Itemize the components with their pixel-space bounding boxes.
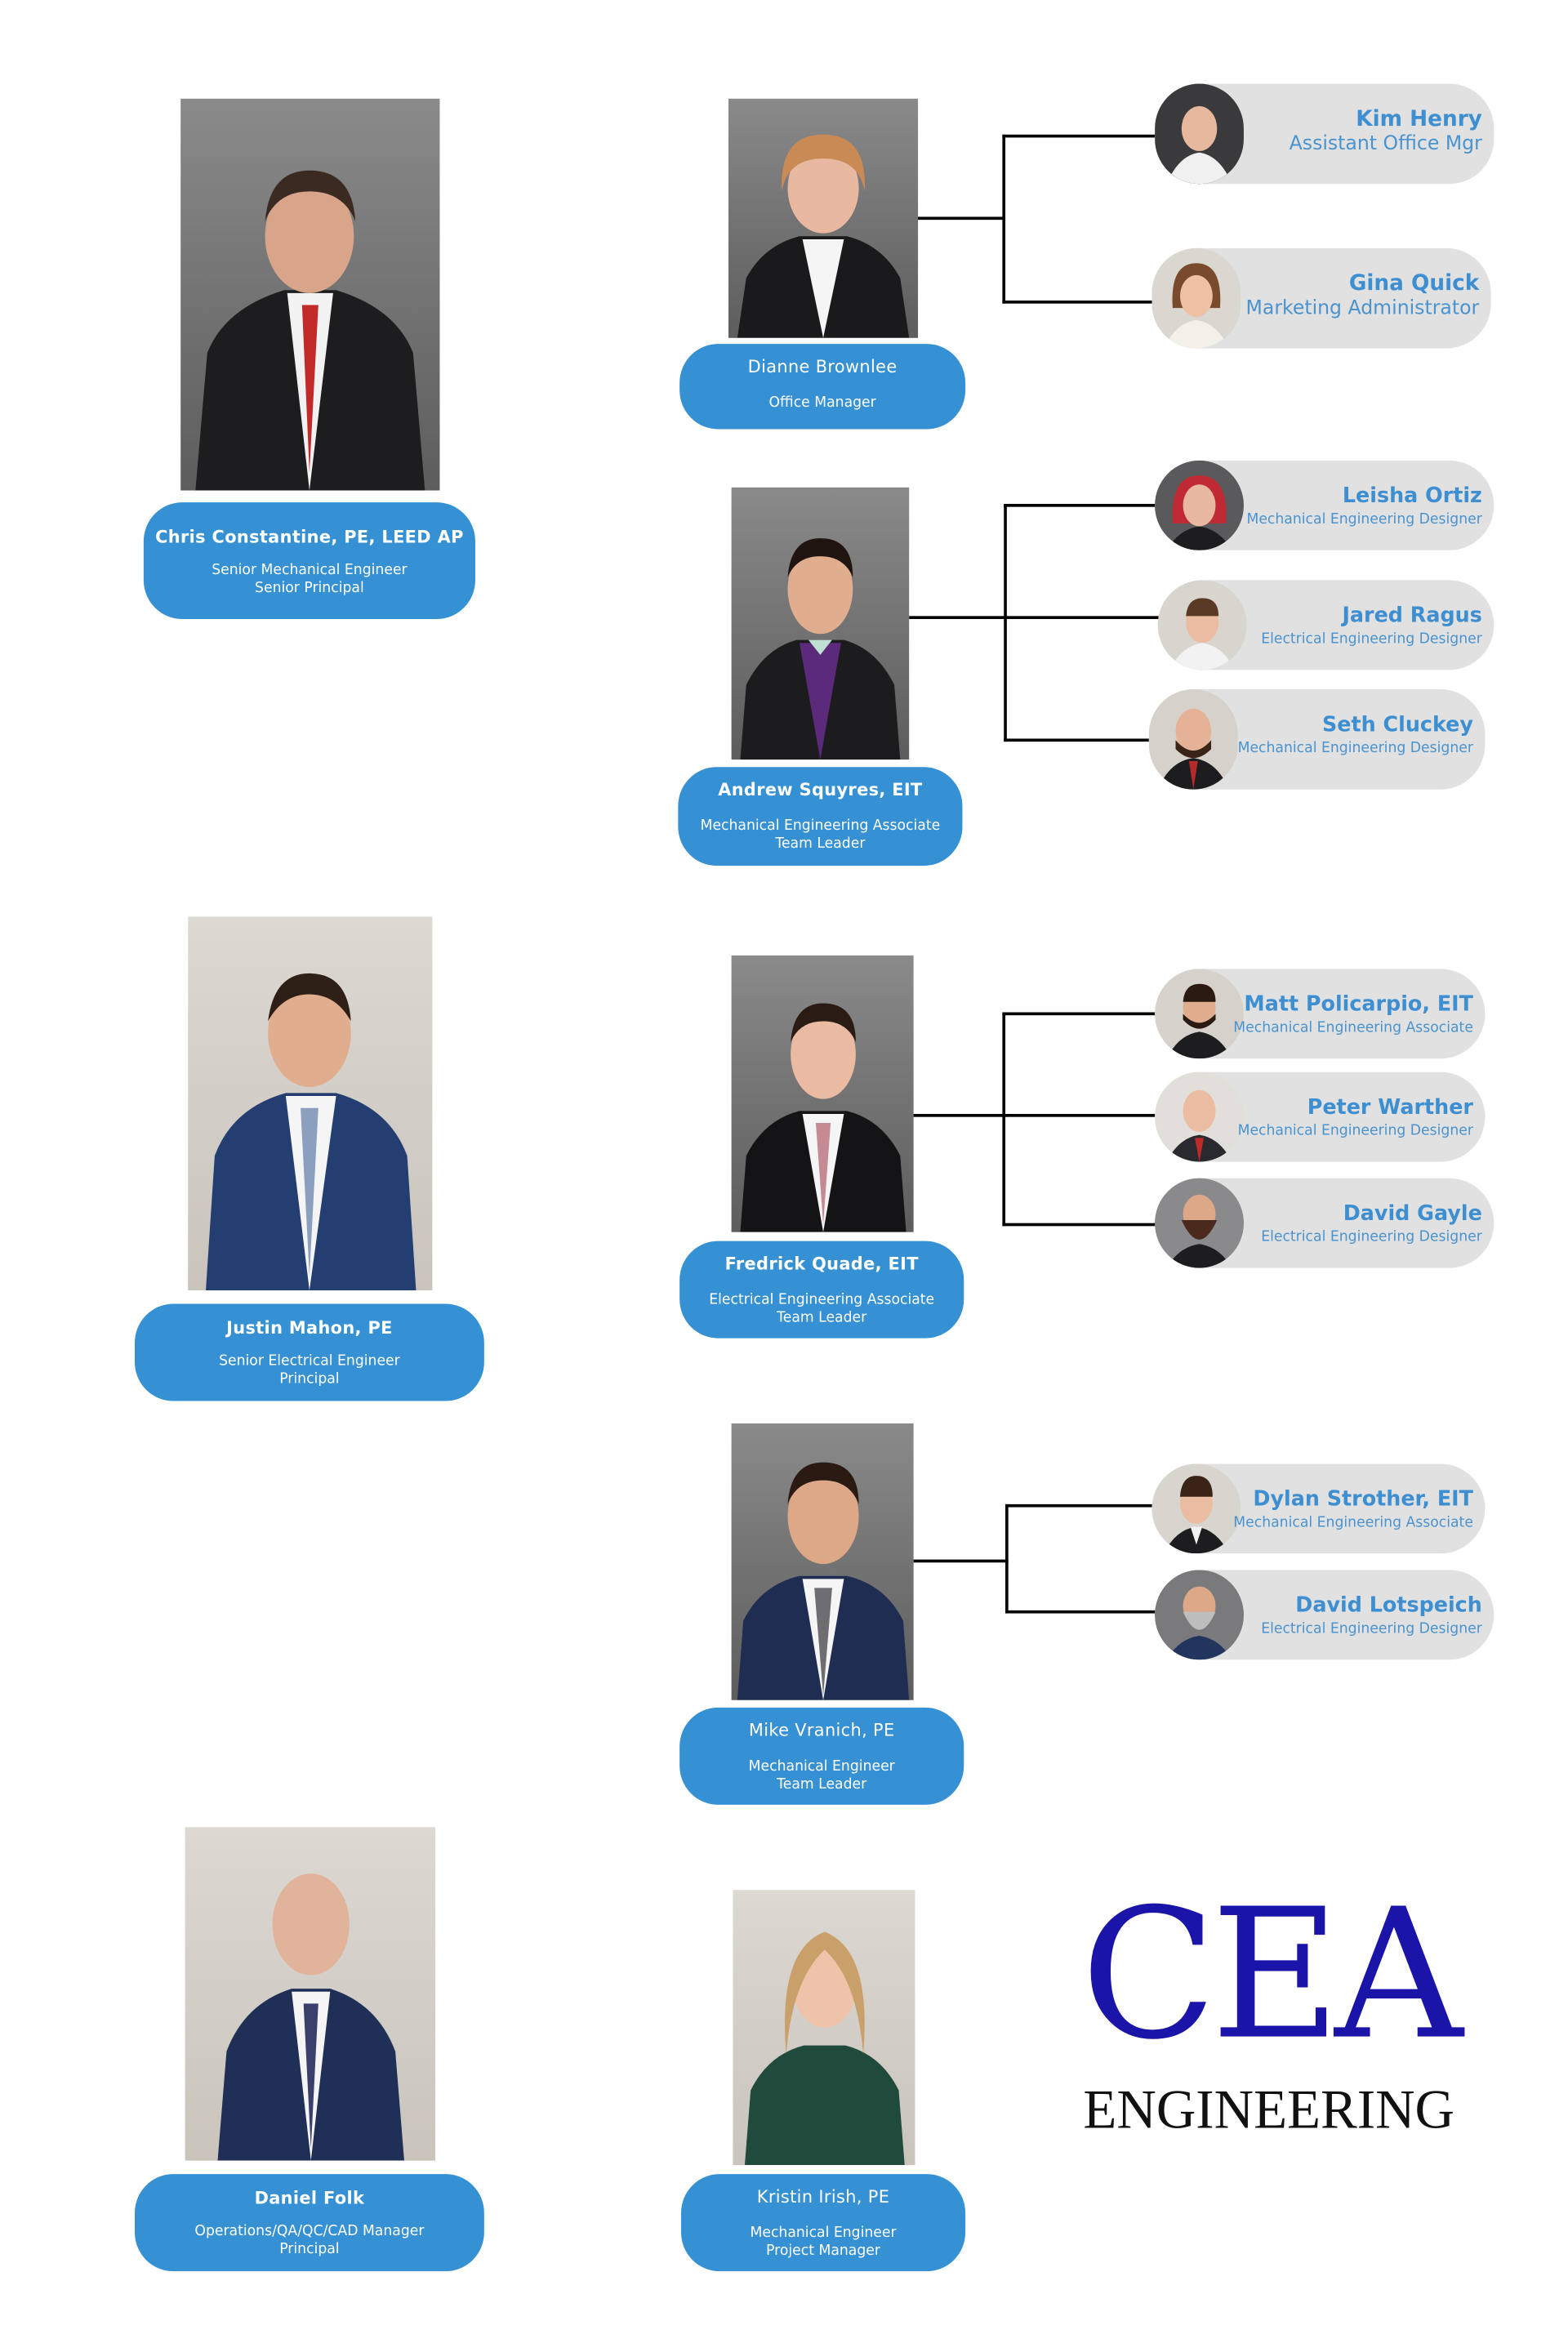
photo-kristin-irish [733,1890,915,2166]
pill-dylan-strother: Dylan Strother, EIT Mechanical Engineeri… [1152,1463,1486,1554]
pill-peter-warther: Peter Warther Mechanical Engineering Des… [1155,1071,1486,1162]
company-logo-engineering: ENGINEERING [1083,2079,1455,2141]
staff-name: Leisha Ortiz [1342,484,1482,509]
role-text: Mechanical Engineer [748,1758,895,1775]
photo-dianne-brownlee [728,98,919,338]
role-text: Senior Mechanical Engineer [212,562,408,579]
avatar [1155,1071,1244,1162]
photo-daniel-folk [185,1827,436,2161]
name-text: Dianne Brownlee [747,355,898,377]
name-text: Daniel Folk [254,2187,365,2209]
avatar [1157,580,1247,670]
staff-role: Electrical Engineering Designer [1261,1620,1482,1637]
staff-name: Peter Warther [1307,1096,1473,1120]
label-dianne-brownlee: Dianne Brownlee Office Manager [679,344,966,430]
role-text: Mechanical Engineering Associate [700,817,941,835]
staff-name: David Lotspeich [1295,1593,1482,1619]
avatar [1155,83,1244,185]
name-text: Kristin Irish, PE [756,2185,890,2207]
staff-name: Gina Quick [1348,272,1480,296]
staff-role: Mechanical Engineering Associate [1233,1019,1473,1036]
staff-role: Mechanical Engineering Associate [1233,1514,1473,1531]
pill-kim-henry: Kim Henry Assistant Office Mgr [1155,83,1494,185]
avatar [1155,460,1244,550]
role-text: Electrical Engineering Associate [709,1291,935,1309]
name-text: Fredrick Quade, EIT [724,1253,919,1274]
role-text: Operations/QA/QC/CAD Manager [194,2223,425,2240]
photo-chris-constantine [180,98,440,491]
label-kristin-irish: Kristin Irish, PE Mechanical Engineer Pr… [680,2174,966,2272]
company-logo-cea: CEA [1080,1872,1463,2080]
staff-role: Mechanical Engineering Designer [1237,740,1473,757]
role-text: Mechanical Engineer [750,2225,897,2242]
pill-seth-cluckey: Seth Cluckey Mechanical Engineering Desi… [1148,689,1486,790]
label-mike-vranich: Mike Vranich, PE Mechanical Engineer Tea… [679,1707,964,1805]
staff-name: Dylan Strother, EIT [1253,1487,1473,1512]
role-text: Senior Electrical Engineer [219,1352,400,1370]
name-text: Chris Constantine, PE, LEED AP [155,526,464,548]
label-andrew-squyres: Andrew Squyres, EIT Mechanical Engineeri… [678,767,963,866]
pill-matt-policarpio: Matt Policarpio, EIT Mechanical Engineer… [1155,969,1486,1059]
label-chris-constantine: Chris Constantine, PE, LEED AP Senior Me… [143,502,475,619]
label-justin-mahon: Justin Mahon, PE Senior Electrical Engin… [134,1303,484,1401]
name-text: Justin Mahon, PE [226,1317,393,1339]
photo-fredrick-quade [731,955,914,1232]
name-text: Mike Vranich, PE [748,1719,895,1741]
role-text: Project Manager [766,2242,880,2259]
label-fredrick-quade: Fredrick Quade, EIT Electrical Engineeri… [679,1241,964,1339]
staff-role: Mechanical Engineering Designer [1237,1123,1473,1140]
pill-jared-ragus: Jared Ragus Electrical Engineering Desig… [1157,580,1494,670]
avatar [1155,1178,1244,1268]
avatar [1155,1570,1244,1660]
role-text: Team Leader [777,1775,867,1793]
role-text: Principal [279,2240,340,2257]
staff-name: Jared Ragus [1342,604,1482,628]
staff-name: Kim Henry [1356,107,1482,132]
staff-name: Seth Cluckey [1321,713,1473,737]
avatar [1152,1463,1241,1554]
staff-role: Electrical Engineering Designer [1261,630,1482,648]
pill-david-gayle: David Gayle Electrical Engineering Desig… [1155,1178,1494,1268]
staff-name: David Gayle [1343,1202,1482,1227]
pill-leisha-ortiz: Leisha Ortiz Mechanical Engineering Desi… [1155,460,1494,550]
role-text: Senior Principal [255,579,364,596]
staff-role: Electrical Engineering Designer [1261,1228,1482,1246]
staff-name: Matt Policarpio, EIT [1244,992,1473,1018]
staff-role: Assistant Office Mgr [1289,132,1482,156]
avatar [1155,969,1244,1059]
pill-gina-quick: Gina Quick Marketing Administrator [1152,247,1491,349]
label-daniel-folk: Daniel Folk Operations/QA/QC/CAD Manager… [134,2174,484,2272]
role-text: Team Leader [777,1308,867,1326]
role-text: Office Manager [768,394,876,412]
avatar [1148,689,1238,790]
photo-andrew-squyres [731,487,910,760]
pill-david-lotspeich: David Lotspeich Electrical Engineering D… [1155,1570,1494,1660]
photo-justin-mahon [188,916,433,1291]
staff-role: Mechanical Engineering Designer [1246,511,1482,528]
avatar [1152,247,1241,349]
role-text: Principal [279,1370,340,1388]
name-text: Andrew Squyres, EIT [718,778,923,800]
photo-mike-vranich [731,1423,914,1700]
staff-role: Marketing Administrator [1245,297,1480,320]
role-text: Team Leader [775,835,866,852]
